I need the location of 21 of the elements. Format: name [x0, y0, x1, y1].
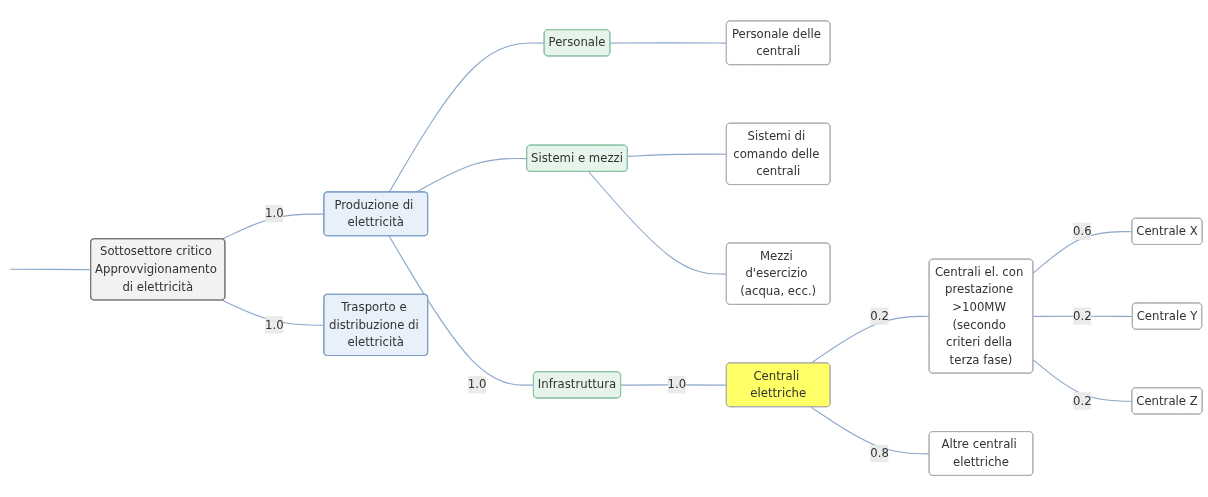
- edge-label: 1.0: [265, 317, 284, 332]
- connector: [1032, 359, 1133, 403]
- connector: [388, 235, 535, 387]
- edge-label: 0.8: [870, 446, 889, 461]
- connector: [810, 316, 930, 365]
- edge-label: 1.0: [467, 377, 487, 392]
- edge-label: 0.2: [1073, 309, 1092, 324]
- connector: [627, 153, 728, 158]
- connector: [415, 158, 528, 194]
- connector: [810, 406, 930, 455]
- edge-label: 1.0: [667, 377, 687, 392]
- edge-label: 0.2: [870, 309, 889, 324]
- connector: [609, 42, 728, 45]
- edge-label: 1.0: [265, 206, 284, 221]
- connector: [388, 42, 546, 194]
- connector: [1032, 316, 1134, 318]
- connector: [588, 171, 728, 275]
- edge-label: 0.6: [1073, 224, 1092, 239]
- connector: [1032, 231, 1133, 274]
- edge-label: 0.2: [1073, 393, 1092, 408]
- connector: [620, 384, 728, 387]
